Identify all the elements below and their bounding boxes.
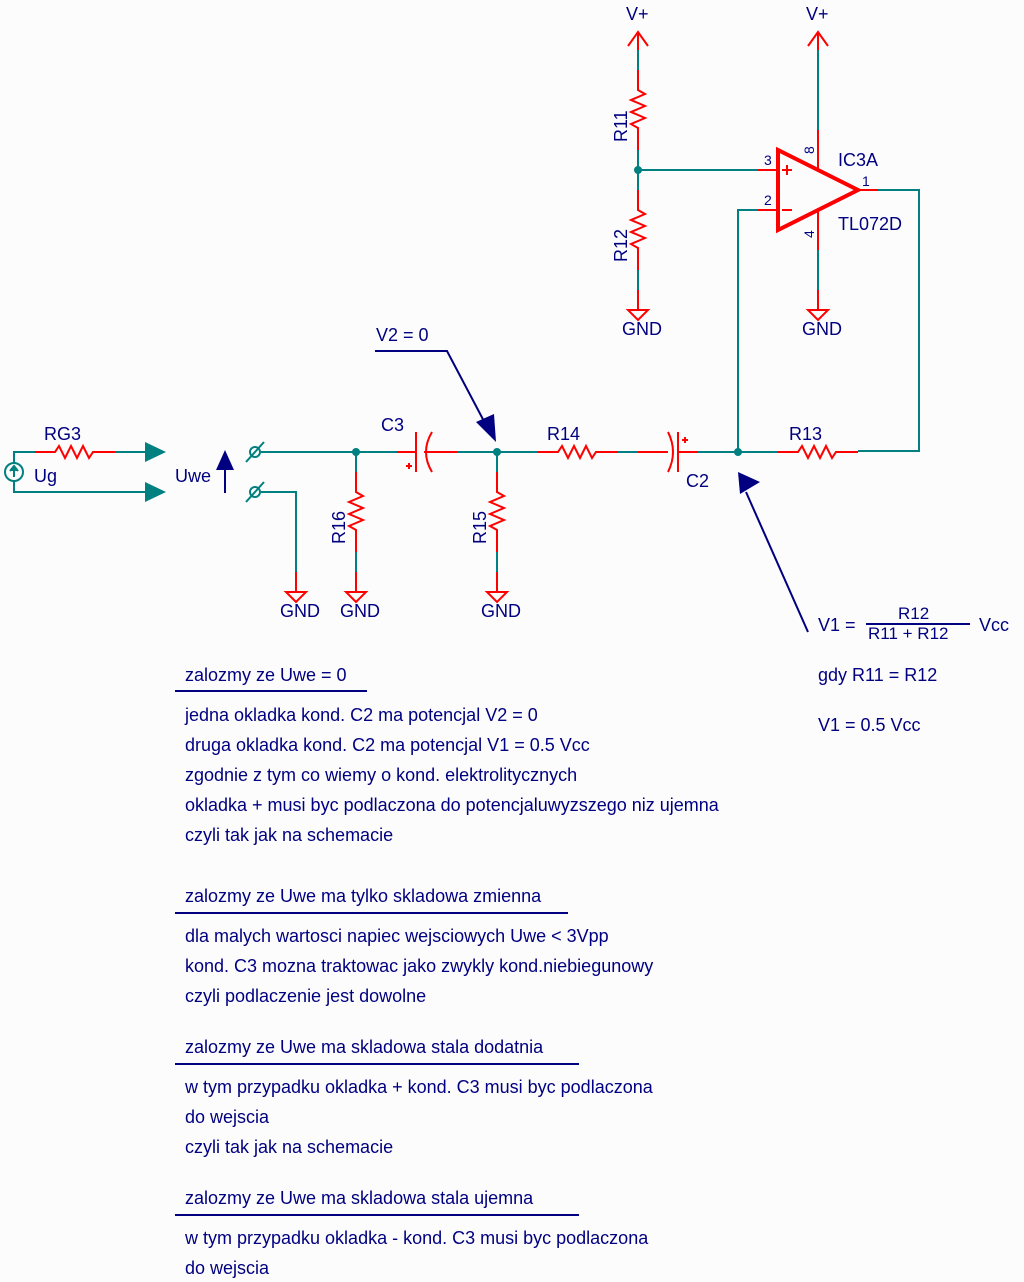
signal-source-ug: Ug (4, 462, 57, 486)
pin-3-label: 3 (764, 152, 772, 168)
pin-1-label: 1 (862, 173, 870, 189)
formula-condition: gdy R11 = R12 (818, 665, 938, 685)
svg-text:GND: GND (340, 601, 380, 621)
r11-label: R11 (611, 110, 631, 142)
formula-numerator: R12 (898, 604, 930, 623)
uwe-voltage-arrow: Uwe (175, 450, 234, 493)
ground-symbol: GND (481, 572, 521, 621)
capacitor-c3: C3 (381, 415, 457, 473)
section-line: do wejscia (185, 1107, 270, 1127)
section-line: czyli podlaczenie jest dowolne (185, 986, 427, 1006)
ground-symbol: GND (280, 572, 320, 621)
connector-arrow (145, 482, 166, 502)
pin-4-label: 4 (801, 230, 817, 238)
section-line: druga okladka kond. C2 ma potencjal V1 =… (185, 735, 590, 755)
section-heading: zalozmy ze Uwe = 0 (185, 665, 347, 685)
section-line: w tym przypadku okladka + kond. C3 musi … (185, 1077, 653, 1097)
svg-text:R14: R14 (547, 424, 580, 444)
svg-text:Uwe: Uwe (175, 466, 211, 486)
formula-lhs: V1 = (818, 615, 856, 635)
resistor-r11: R11 (611, 70, 648, 150)
svg-text:GND: GND (802, 319, 842, 339)
ground-symbol: GND (622, 290, 662, 339)
heading-underline (175, 1214, 579, 1216)
heading-underline (175, 1063, 579, 1065)
section-line: do wejscia (185, 1258, 270, 1278)
r12-label: R12 (611, 229, 631, 262)
section-line: dla malych wartosci napiec wejsciowych U… (185, 926, 609, 946)
svg-text:C2: C2 (686, 471, 709, 491)
section-line: okladka + musi byc podlaczona do potencj… (185, 795, 719, 815)
resistor-r16: R16 (329, 472, 366, 552)
section-line: zgodnie z tym co wiemy o kond. elektroli… (185, 765, 578, 785)
formula-suffix: Vcc (979, 615, 1010, 635)
v2-annotation: V2 = 0 (375, 325, 496, 442)
connector-arrow (145, 442, 166, 462)
power-symbol-right: V+ (806, 4, 829, 50)
section-line: jedna okladka kond. C2 ma potencjal V2 =… (185, 705, 538, 725)
v1-annotation (738, 472, 809, 633)
capacitor-c2: C2 (638, 431, 709, 491)
opamp-part-label: TL072D (838, 214, 902, 234)
resistor-r12: R12 (611, 190, 648, 270)
section-line: czyli tak jak na schemacie (185, 1137, 394, 1157)
section-line: w tym przypadku okladka - kond. C3 musi … (185, 1228, 649, 1248)
svg-text:R13: R13 (789, 424, 822, 444)
resistor-rg3: RG3 (35, 424, 115, 461)
section-heading: zalozmy ze Uwe ma skladowa stala ujemna (185, 1188, 534, 1208)
pin-8-label: 8 (801, 146, 817, 154)
power-label: V+ (626, 4, 649, 24)
svg-text:GND: GND (280, 601, 320, 621)
section-line: czyli tak jak na schemacie (185, 825, 394, 845)
resistor-r13: R13 (778, 424, 858, 461)
svg-text:GND: GND (481, 601, 521, 621)
svg-text:Ug: Ug (34, 466, 57, 486)
section-heading: zalozmy ze Uwe ma skladowa stala dodatni… (185, 1037, 544, 1057)
resistor-r15: R15 (470, 472, 507, 552)
resistor-r14: R14 (538, 424, 618, 461)
junction-dot (734, 448, 742, 456)
input-terminal (245, 481, 265, 503)
section-heading: zalozmy ze Uwe ma tylko skladowa zmienna (185, 886, 542, 906)
heading-underline (175, 690, 367, 692)
svg-text:RG3: RG3 (44, 424, 81, 444)
pin-2-label: 2 (764, 192, 772, 208)
svg-text:C3: C3 (381, 415, 404, 435)
ground-symbol: GND (802, 290, 842, 339)
opamp-ic3a: 3 2 1 8 4 IC3A TL072D (758, 130, 902, 250)
svg-text:R16: R16 (329, 511, 349, 544)
formula-denominator: R11 + R12 (868, 624, 949, 643)
svg-text:R15: R15 (470, 511, 490, 544)
svg-text:GND: GND (622, 319, 662, 339)
ground-symbol: GND (340, 572, 380, 621)
opamp-name-label: IC3A (838, 150, 878, 170)
svg-text:V2 = 0: V2 = 0 (376, 325, 429, 345)
section-line: kond. C3 mozna traktowac jako zwykly kon… (185, 956, 654, 976)
heading-underline (175, 912, 568, 914)
svg-text:V+: V+ (806, 4, 829, 24)
formula-result: V1 = 0.5 Vcc (818, 715, 921, 735)
input-terminal (245, 441, 265, 463)
power-symbol-left: V+ (626, 4, 649, 50)
